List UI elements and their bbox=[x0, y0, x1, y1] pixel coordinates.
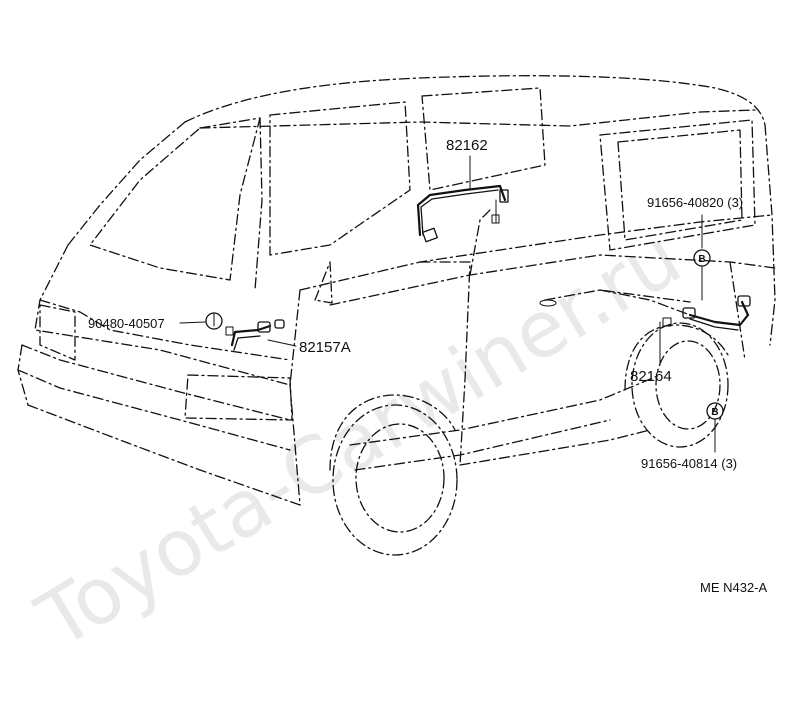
label-91656-40814: 91656-40814 (3) bbox=[641, 456, 737, 471]
leader-lines bbox=[179, 155, 716, 453]
front-wheel bbox=[329, 394, 458, 556]
label-82157a: 82157A bbox=[299, 339, 351, 356]
badge-b-lower: B bbox=[706, 402, 724, 420]
harness-82157a bbox=[225, 319, 285, 351]
van-body bbox=[17, 75, 776, 506]
label-91656-40820: 91656-40820 (3) bbox=[647, 195, 743, 210]
watermark: Toyota-Carwiner.ru bbox=[23, 213, 697, 667]
harness-82164 bbox=[599, 289, 751, 331]
badge-b-upper: B bbox=[693, 249, 711, 267]
rear-wheel bbox=[624, 322, 729, 448]
clip-90480-40507 bbox=[205, 312, 223, 330]
label-82162: 82162 bbox=[446, 137, 488, 154]
svg-text:B: B bbox=[698, 254, 705, 265]
svg-text:B: B bbox=[711, 407, 718, 418]
label-90480-40507: 90480-40507 bbox=[88, 316, 165, 331]
reference-code: ME N432-A bbox=[700, 580, 768, 595]
label-82164: 82164 bbox=[630, 368, 672, 385]
harness-82162 bbox=[416, 184, 509, 243]
